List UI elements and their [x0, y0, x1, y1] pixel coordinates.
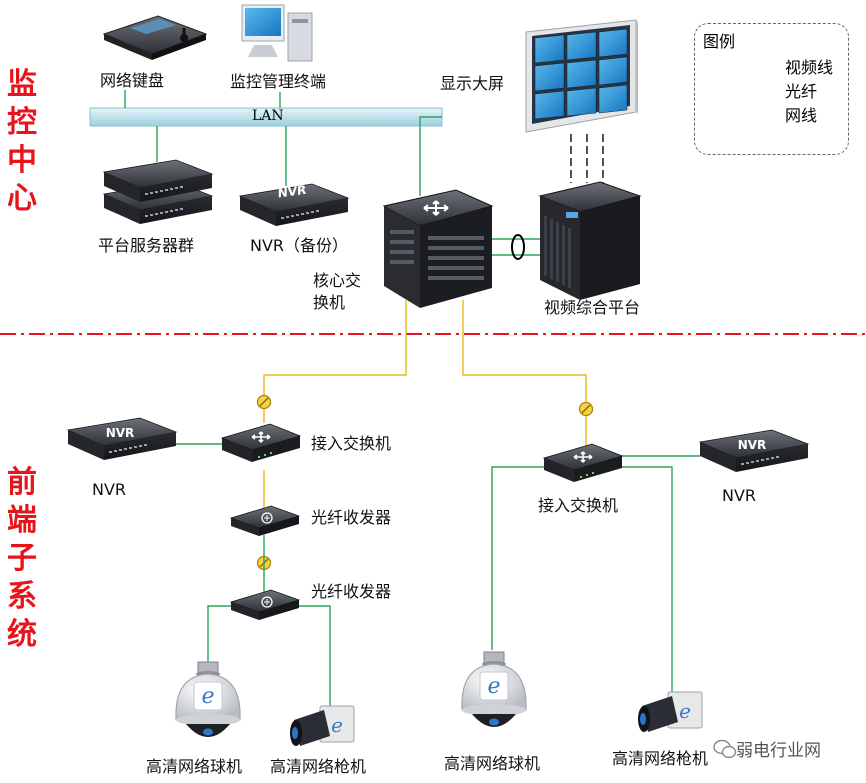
label-bullet-camera-right: 高清网络枪机: [612, 749, 709, 768]
lan-label: LAN: [252, 108, 284, 124]
dome-camera-left-icon: [175, 661, 241, 738]
wechat-icon: [713, 739, 737, 759]
network-keyboard-icon: [102, 15, 208, 60]
label-dome-camera-right: 高清网络球机: [444, 754, 541, 773]
legend-network-cable: 网线: [785, 106, 818, 125]
label-access-switch-left: 接入交换机: [311, 434, 392, 453]
access-switch-left-icon: [221, 423, 301, 463]
nvr-backup-icon: NVR: [239, 183, 349, 227]
label-display-wall: 显示大屏: [440, 74, 505, 93]
dome-camera-right-icon: [461, 651, 527, 728]
video-lines: [570, 134, 604, 183]
server-cluster-icon: [103, 159, 213, 225]
fiber-transceiver-2-icon: [230, 589, 300, 621]
nvr-badge: NVR: [738, 438, 767, 452]
label-core-switch: 核心交 换机: [313, 271, 362, 312]
nvr-right-icon: NVR: [699, 429, 809, 473]
label-monitor-terminal: 监控管理终端: [230, 72, 327, 91]
nvr-badge: NVR: [278, 183, 307, 201]
label-fiber-transceiver-2: 光纤收发器: [311, 582, 392, 601]
bullet-camera-right-icon: [637, 691, 703, 733]
label-nvr-backup: NVR（备份）: [250, 236, 349, 255]
label-fiber-transceiver-1: 光纤收发器: [311, 508, 392, 527]
monitor-terminal-icon: [241, 4, 313, 62]
bullet-camera-left-icon: [289, 705, 355, 747]
cable-bundle-ring: [511, 234, 525, 260]
access-switch-right-icon: [543, 443, 623, 483]
label-nvr-left: NVR: [92, 480, 127, 499]
video-platform-icon: [538, 181, 642, 300]
legend: 图例 视频线 光纤 网线: [694, 23, 849, 155]
legend-fiber: 光纤: [785, 82, 818, 101]
network-cables-center: [124, 90, 543, 256]
display-wall-icon: [525, 19, 638, 133]
network-cables-front: [172, 443, 700, 706]
label-network-keyboard: 网络键盘: [100, 71, 165, 90]
fiber-transceiver-1-icon: [230, 505, 300, 537]
nvr-badge: NVR: [106, 426, 135, 440]
label-access-switch-right: 接入交换机: [538, 496, 619, 515]
legend-video-line: 视频线: [785, 58, 834, 77]
label-video-platform: 视频综合平台: [544, 298, 641, 317]
label-nvr-right: NVR: [722, 486, 757, 505]
label-server-cluster: 平台服务器群: [98, 236, 195, 255]
fiber-lines: [263, 300, 587, 513]
core-switch-icon: [382, 189, 494, 308]
label-dome-camera-left: 高清网络球机: [146, 757, 243, 776]
legend-title: 图例: [703, 32, 736, 51]
watermark: 弱电行业网: [736, 741, 821, 761]
label-bullet-camera-left: 高清网络枪机: [270, 757, 367, 776]
nvr-left-icon: NVR: [67, 417, 177, 461]
section-control-center: 监控中心: [7, 67, 37, 216]
section-front-end: 前端子系统: [7, 465, 37, 652]
